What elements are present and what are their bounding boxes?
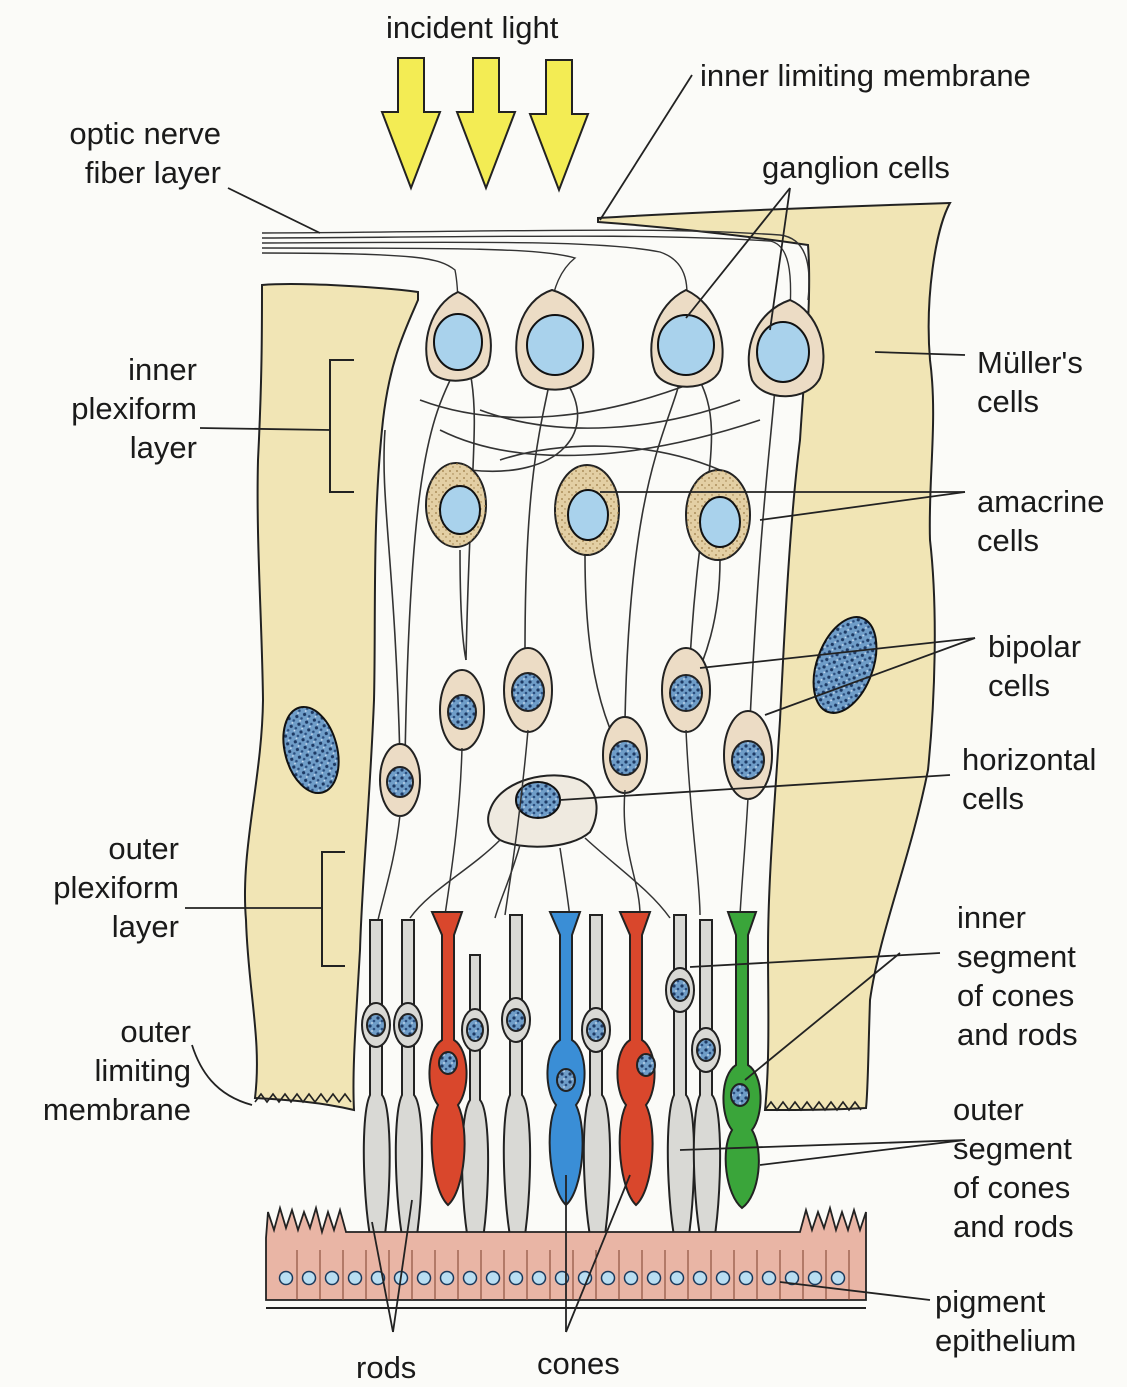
pigment-cell-nucleus	[280, 1272, 293, 1285]
rod	[364, 920, 390, 1265]
pigment-cell-nucleus	[326, 1272, 339, 1285]
arrow-icon	[382, 58, 440, 188]
label-inner-limiting-membrane: inner limiting membrane	[700, 56, 1031, 95]
rods	[362, 915, 720, 1268]
pigment-cell-nucleus	[487, 1272, 500, 1285]
label-muller-cells: Müller's cells	[977, 343, 1083, 421]
pigment-cell-nucleus	[464, 1272, 477, 1285]
arrow-icon	[530, 60, 588, 190]
cone-green	[723, 912, 760, 1208]
label-optic-nerve-fiber-layer: optic nerve fiber layer	[69, 114, 221, 192]
label-amacrine-cells: amacrine cells	[977, 482, 1105, 560]
label-outer-segment: outer segment of cones and rods	[953, 1090, 1074, 1246]
pigment-cell-nucleus	[510, 1272, 523, 1285]
pigment-cell-nucleus	[694, 1272, 707, 1285]
pigment-cell-nucleus	[717, 1272, 730, 1285]
label-inner-segment: inner segment of cones and rods	[957, 898, 1078, 1054]
rod	[504, 915, 530, 1265]
muller-cell-left	[245, 284, 418, 1110]
label-outer-limiting-membrane: outer limiting membrane	[43, 1012, 191, 1129]
label-inner-plexiform-layer: inner plexiform layer	[71, 350, 197, 467]
rod	[462, 955, 488, 1268]
pigment-cell-nucleus	[648, 1272, 661, 1285]
label-rods: rods	[356, 1348, 416, 1387]
label-cones: cones	[537, 1344, 620, 1383]
pigment-cell-nucleus	[303, 1272, 316, 1285]
ganglion-cells	[426, 290, 823, 396]
label-pigment-epithelium: pigment epithelium	[935, 1282, 1076, 1360]
rod	[584, 915, 610, 1265]
pigment-cell-nucleus	[809, 1272, 822, 1285]
label-horizontal-cells: horizontal cells	[962, 740, 1096, 818]
rod	[396, 920, 422, 1265]
label-incident-light: incident light	[386, 8, 558, 47]
pigment-cell-nucleus	[740, 1272, 753, 1285]
pigment-cell-nucleus	[763, 1272, 776, 1285]
pigment-cell-nucleus	[533, 1272, 546, 1285]
cone-blue	[547, 912, 584, 1205]
pigment-cell-nucleus	[625, 1272, 638, 1285]
pigment-cell-nucleus	[441, 1272, 454, 1285]
label-bipolar-cells: bipolar cells	[988, 627, 1081, 705]
pigment-cell-nucleus	[602, 1272, 615, 1285]
pigment-cell-nucleus	[671, 1272, 684, 1285]
pigment-cell-nucleus	[418, 1272, 431, 1285]
amacrine-cells	[426, 463, 750, 560]
rod	[694, 920, 720, 1265]
incident-light-arrows	[382, 58, 588, 190]
arrow-icon	[457, 58, 515, 188]
label-ganglion-cells: ganglion cells	[762, 148, 950, 187]
pigment-cell-nucleus	[832, 1272, 845, 1285]
pigment-cell-nucleus	[349, 1272, 362, 1285]
label-outer-plexiform-layer: outer plexiform layer	[53, 829, 179, 946]
